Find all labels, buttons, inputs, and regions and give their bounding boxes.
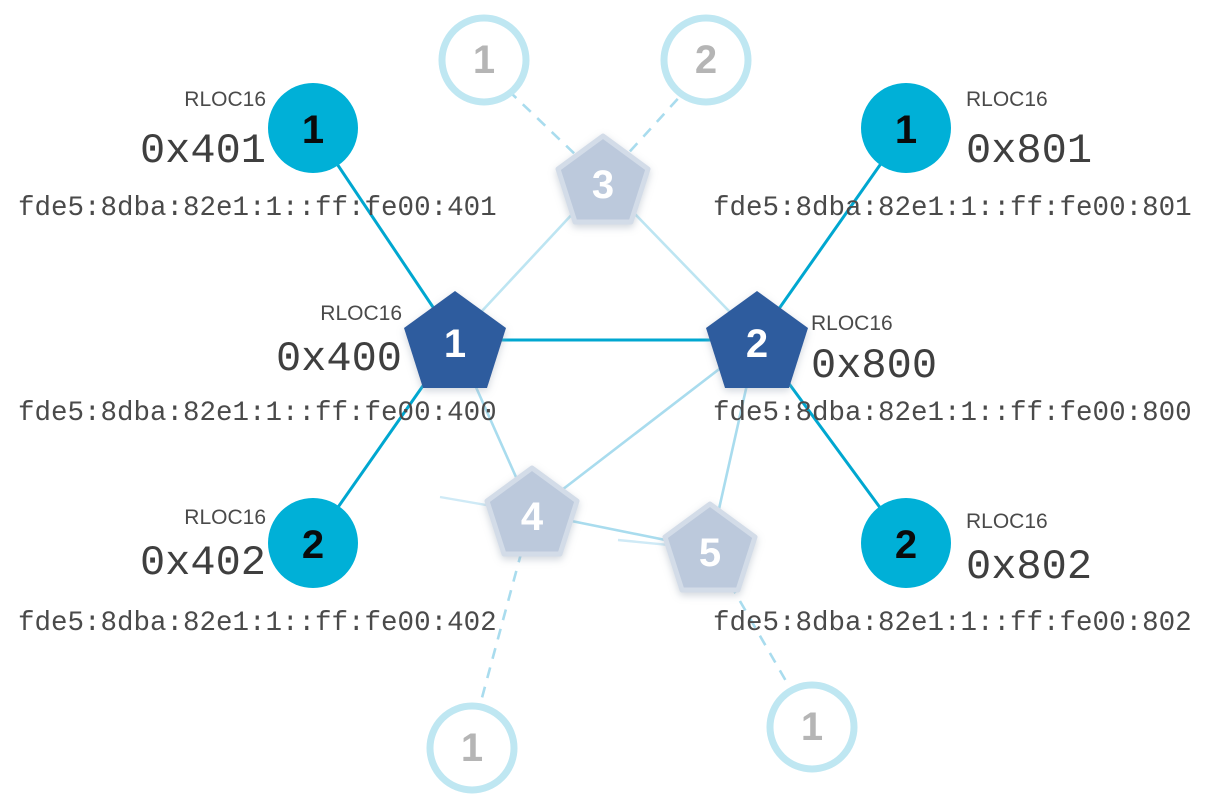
label-router-0x800: RLOC16 0x800 fde5:8dba:82e1:1::ff:fe00:8…: [713, 312, 1192, 429]
ghost-ring-icon: [766, 681, 858, 773]
child-numeral: 1: [302, 108, 324, 152]
router-0x400[interactable]: 1: [404, 291, 506, 388]
child-circle-icon: [268, 83, 358, 173]
label-router-0x400: RLOC16 0x400 fde5:8dba:82e1:1::ff:fe00:4…: [18, 302, 497, 429]
child-circle-icon: [268, 498, 358, 588]
child-0x801[interactable]: 1: [861, 83, 951, 173]
label-child-0x402: RLOC16 0x402 fde5:8dba:82e1:1::ff:fe00:4…: [18, 506, 497, 639]
pentagon-icon: [484, 465, 580, 557]
ghost-child-numeral: 1: [461, 726, 483, 770]
rloc16-keyword: RLOC16: [184, 88, 266, 111]
faded-router-5[interactable]: 5: [662, 501, 758, 593]
child-numeral: 1: [895, 108, 917, 152]
ghost-child-numeral: 2: [695, 38, 717, 82]
ghost-child-top-right[interactable]: 2: [660, 14, 752, 106]
link-faded-router-4-ghost-bottom-left: [478, 512, 534, 706]
ipv6-address: fde5:8dba:82e1:1::ff:fe00:402: [18, 608, 497, 639]
child-0x401[interactable]: 1: [268, 83, 358, 173]
ipv6-address: fde5:8dba:82e1:1::ff:fe00:800: [713, 398, 1192, 429]
ghost-child-numeral: 1: [801, 705, 823, 749]
child-numeral: 2: [302, 523, 324, 567]
ghost-child-top-left[interactable]: 1: [438, 14, 530, 106]
router-numeral: 2: [746, 322, 768, 366]
ghost-child-numeral: 1: [473, 38, 495, 82]
pentagon-icon: [555, 133, 651, 225]
child-0x402[interactable]: 2: [268, 498, 358, 588]
rloc16-value: 0x401: [140, 127, 266, 175]
ghost-ring-icon: [438, 14, 530, 106]
router-numeral: 1: [444, 322, 466, 366]
ipv6-address: fde5:8dba:82e1:1::ff:fe00:400: [18, 398, 497, 429]
ghost-ring-icon: [426, 702, 518, 794]
rloc16-value: 0x402: [140, 539, 266, 587]
rloc16-keyword: RLOC16: [966, 88, 1048, 111]
label-child-0x801: RLOC16 0x801 fde5:8dba:82e1:1::ff:fe00:8…: [713, 88, 1192, 224]
child-numeral: 2: [895, 523, 917, 567]
child-0x802[interactable]: 2: [861, 498, 951, 588]
rloc16-keyword: RLOC16: [966, 510, 1048, 533]
label-child-0x802: RLOC16 0x802 fde5:8dba:82e1:1::ff:fe00:8…: [713, 510, 1192, 639]
ipv6-address: fde5:8dba:82e1:1::ff:fe00:801: [713, 193, 1192, 224]
child-circle-icon: [861, 498, 951, 588]
pentagon-icon: [706, 291, 808, 388]
pentagon-icon: [404, 291, 506, 388]
rloc16-value: 0x802: [966, 543, 1092, 591]
faded-router-4[interactable]: 4: [484, 465, 580, 557]
rloc16-value: 0x800: [811, 342, 937, 390]
ghost-ring-icon: [660, 14, 752, 106]
rloc16-keyword: RLOC16: [320, 302, 402, 325]
ghost-child-bottom-right[interactable]: 1: [766, 681, 858, 773]
faded-router-numeral: 3: [592, 163, 614, 207]
rloc16-keyword: RLOC16: [811, 312, 893, 335]
rloc16-keyword: RLOC16: [184, 506, 266, 529]
label-child-0x401: RLOC16 0x401 fde5:8dba:82e1:1::ff:fe00:4…: [18, 88, 497, 224]
rloc16-value: 0x400: [276, 335, 402, 383]
faded-router-numeral: 5: [699, 531, 721, 575]
ipv6-address: fde5:8dba:82e1:1::ff:fe00:401: [18, 193, 497, 224]
child-circle-icon: [861, 83, 951, 173]
rloc16-value: 0x801: [966, 127, 1092, 175]
ghost-child-bottom-left[interactable]: 1: [426, 702, 518, 794]
faded-router-numeral: 4: [521, 495, 544, 539]
ipv6-address: fde5:8dba:82e1:1::ff:fe00:802: [713, 608, 1192, 639]
faded-router-3[interactable]: 3: [555, 133, 651, 225]
pentagon-icon: [662, 501, 758, 593]
router-0x800[interactable]: 2: [706, 291, 808, 388]
